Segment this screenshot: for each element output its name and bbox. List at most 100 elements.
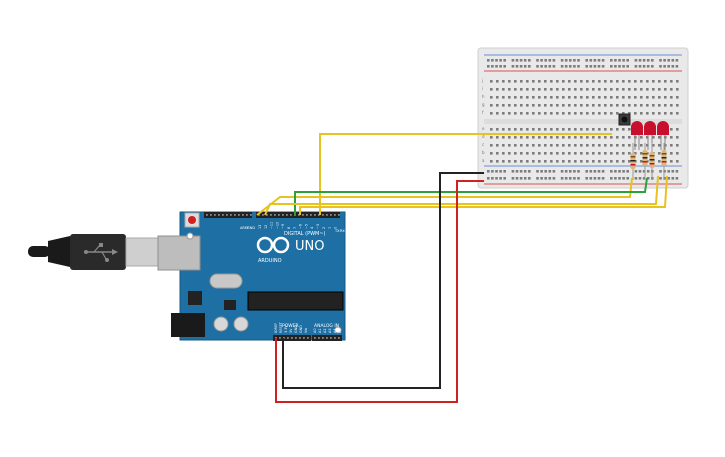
rail-hole[interactable] — [659, 170, 662, 173]
breadboard-hole[interactable] — [670, 160, 673, 163]
header-pin[interactable] — [246, 214, 248, 216]
breadboard-hole[interactable] — [544, 96, 547, 99]
breadboard-hole[interactable] — [652, 80, 655, 83]
breadboard-hole[interactable] — [604, 128, 607, 131]
rail-hole[interactable] — [618, 65, 621, 68]
breadboard-hole[interactable] — [580, 152, 583, 155]
rail-hole[interactable] — [495, 59, 498, 62]
rail-hole[interactable] — [585, 59, 588, 62]
breadboard-hole[interactable] — [616, 80, 619, 83]
breadboard-hole[interactable] — [616, 128, 619, 131]
rail-hole[interactable] — [552, 65, 556, 68]
rail-hole[interactable] — [544, 177, 547, 180]
breadboard-hole[interactable] — [490, 160, 493, 163]
rail-hole[interactable] — [540, 170, 543, 173]
rail-hole[interactable] — [495, 170, 498, 173]
rail-hole[interactable] — [560, 170, 564, 173]
led-3[interactable] — [657, 121, 669, 150]
rail-hole[interactable] — [589, 65, 593, 68]
top-power-rail[interactable] — [487, 59, 679, 68]
breadboard-hole[interactable] — [496, 152, 499, 155]
breadboard-hole[interactable] — [532, 128, 535, 131]
breadboard-hole[interactable] — [658, 152, 661, 155]
breadboard-hole[interactable] — [526, 80, 529, 83]
rail-hole[interactable] — [528, 65, 531, 68]
breadboard-hole[interactable] — [538, 136, 541, 139]
breadboard-hole[interactable] — [676, 112, 679, 115]
breadboard-hole[interactable] — [490, 136, 493, 139]
breadboard-hole[interactable] — [556, 144, 559, 147]
breadboard-hole[interactable] — [502, 80, 505, 83]
breadboard-hole[interactable] — [532, 136, 535, 139]
breadboard-hole[interactable] — [568, 136, 571, 139]
rail-hole[interactable] — [593, 177, 597, 180]
breadboard-hole[interactable] — [538, 128, 541, 131]
rail-hole[interactable] — [564, 59, 568, 62]
header-pin[interactable] — [278, 214, 280, 216]
breadboard-hole[interactable] — [556, 112, 559, 115]
breadboard-hole[interactable] — [658, 112, 661, 115]
breadboard-hole[interactable] — [502, 104, 505, 107]
breadboard-hole[interactable] — [526, 96, 529, 99]
header-pin[interactable] — [286, 214, 288, 216]
rail-hole[interactable] — [585, 170, 588, 173]
rail-hole[interactable] — [634, 170, 638, 173]
rail-hole[interactable] — [552, 59, 556, 62]
breadboard-hole[interactable] — [532, 160, 535, 163]
rail-hole[interactable] — [646, 177, 650, 180]
header-pin[interactable] — [206, 214, 208, 216]
rail-hole[interactable] — [544, 170, 547, 173]
breadboard-hole[interactable] — [628, 136, 631, 139]
breadboard-hole[interactable] — [496, 112, 499, 115]
rail-hole[interactable] — [671, 177, 675, 180]
breadboard-hole[interactable] — [526, 152, 529, 155]
breadboard-hole[interactable] — [616, 136, 619, 139]
header-pin[interactable] — [299, 337, 301, 339]
breadboard-hole[interactable] — [640, 80, 643, 83]
header-pin[interactable] — [295, 337, 297, 339]
rail-hole[interactable] — [671, 59, 675, 62]
rail-hole[interactable] — [667, 170, 670, 173]
breadboard-hole[interactable] — [514, 136, 517, 139]
header-pin[interactable] — [275, 337, 277, 339]
breadboard-hole[interactable] — [646, 80, 649, 83]
rail-hole[interactable] — [491, 177, 494, 180]
breadboard-hole[interactable] — [520, 88, 523, 91]
rail-hole[interactable] — [536, 177, 539, 180]
breadboard-hole[interactable] — [508, 136, 511, 139]
breadboard-hole[interactable] — [562, 128, 565, 131]
breadboard-hole[interactable] — [514, 96, 517, 99]
breadboard-hole[interactable] — [532, 112, 535, 115]
breadboard-hole[interactable] — [640, 152, 643, 155]
breadboard-hole[interactable] — [544, 160, 547, 163]
header-pin[interactable] — [238, 214, 240, 216]
rail-hole[interactable] — [519, 170, 523, 173]
breadboard-hole[interactable] — [580, 128, 583, 131]
header-pin[interactable] — [210, 214, 212, 216]
wire-black-gnd[interactable] — [282, 172, 484, 389]
breadboard-hole[interactable] — [586, 96, 589, 99]
rail-hole[interactable] — [569, 65, 572, 68]
resistor-4[interactable] — [661, 143, 667, 180]
breadboard-hole[interactable] — [490, 88, 493, 91]
breadboard-hole[interactable] — [664, 96, 667, 99]
breadboard-hole[interactable] — [532, 104, 535, 107]
breadboard-hole[interactable] — [676, 80, 679, 83]
rail-hole[interactable] — [593, 65, 597, 68]
breadboard-hole[interactable] — [562, 152, 565, 155]
breadboard-hole[interactable] — [514, 88, 517, 91]
breadboard-hole[interactable] — [508, 144, 511, 147]
breadboard-hole[interactable] — [664, 112, 667, 115]
rail-hole[interactable] — [540, 177, 543, 180]
breadboard-hole[interactable] — [550, 96, 553, 99]
breadboard-hole[interactable] — [610, 128, 613, 131]
breadboard-hole[interactable] — [610, 112, 613, 115]
rail-hole[interactable] — [663, 170, 666, 173]
terminal-strip-top[interactable] — [490, 80, 679, 115]
rail-hole[interactable] — [622, 170, 625, 173]
breadboard-hole[interactable] — [538, 160, 541, 163]
header-pin[interactable] — [283, 337, 285, 339]
breadboard-hole[interactable] — [670, 144, 673, 147]
arduino-uno-board[interactable]: UNO ARDUINO DIGITAL (PWM~) POWER ANALOG … — [157, 211, 346, 341]
rail-hole[interactable] — [585, 177, 588, 180]
